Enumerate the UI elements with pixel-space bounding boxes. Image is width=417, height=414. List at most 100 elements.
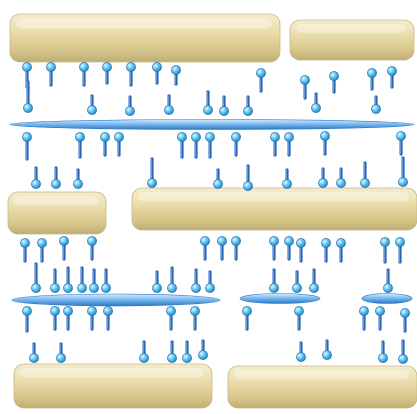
cylinder <box>8 192 106 234</box>
membrane <box>10 120 414 130</box>
probe <box>177 132 186 157</box>
probe <box>400 308 409 331</box>
probe <box>191 132 200 157</box>
probe <box>87 306 96 329</box>
cylinder <box>10 14 280 62</box>
probe <box>320 131 329 154</box>
probe <box>269 270 278 293</box>
probe <box>203 92 212 115</box>
probe <box>164 96 173 115</box>
probe <box>321 238 330 261</box>
probe <box>22 132 31 159</box>
probe <box>152 62 161 83</box>
probe <box>87 96 96 115</box>
probe <box>50 270 59 293</box>
membrane <box>362 294 412 304</box>
probe <box>114 132 123 155</box>
probe <box>102 62 111 83</box>
probe <box>284 236 293 259</box>
probe <box>190 306 199 329</box>
probe <box>125 97 134 116</box>
probe <box>77 268 86 293</box>
probe <box>89 270 98 293</box>
probe <box>200 236 209 259</box>
probe <box>398 158 407 187</box>
cylinder <box>14 364 212 408</box>
probe <box>231 132 240 155</box>
membrane <box>12 294 220 306</box>
probe <box>398 341 407 364</box>
probe <box>73 170 82 189</box>
probe <box>383 270 392 293</box>
probe <box>23 82 32 113</box>
probe <box>282 170 291 189</box>
probe <box>182 342 191 363</box>
probe <box>292 272 301 293</box>
cylinder <box>228 366 417 408</box>
probe <box>103 306 112 329</box>
probe <box>79 62 88 85</box>
probe <box>166 306 175 329</box>
probe <box>296 343 305 362</box>
probe <box>46 62 55 85</box>
probe <box>101 270 110 293</box>
probe <box>31 264 40 293</box>
probe <box>367 68 376 89</box>
probe <box>396 131 405 154</box>
probe <box>336 238 345 261</box>
probe <box>213 170 222 189</box>
probe <box>336 169 345 188</box>
probe <box>31 168 40 189</box>
probe <box>100 132 109 155</box>
probe <box>56 344 65 363</box>
probe <box>375 306 384 329</box>
probe <box>296 238 305 261</box>
probe <box>243 166 252 191</box>
probe <box>243 97 252 116</box>
probe <box>167 342 176 363</box>
probe <box>360 163 369 188</box>
probe <box>139 342 148 363</box>
probe <box>152 272 161 293</box>
probe <box>217 236 226 259</box>
probe <box>387 66 396 87</box>
probe <box>371 97 380 114</box>
probe <box>63 268 72 293</box>
probe <box>37 238 46 261</box>
probe <box>329 71 338 92</box>
probe <box>147 159 156 188</box>
probe <box>22 306 31 331</box>
probe <box>87 236 96 259</box>
membrane <box>240 294 320 304</box>
probe <box>294 306 303 329</box>
cylinder <box>290 20 414 60</box>
probe <box>171 65 180 84</box>
probe <box>20 238 29 261</box>
probe <box>300 75 309 98</box>
probe <box>311 94 320 113</box>
probe <box>198 341 207 360</box>
probe <box>205 272 214 293</box>
probe <box>395 237 404 262</box>
probe <box>322 341 331 360</box>
probe <box>219 97 228 116</box>
probe <box>29 344 38 363</box>
cylinder-layer <box>8 14 417 408</box>
probe <box>205 132 214 157</box>
probe <box>309 270 318 293</box>
probe <box>359 306 368 329</box>
probe <box>318 169 327 188</box>
probe <box>378 342 387 363</box>
probe <box>59 236 68 259</box>
probe <box>63 306 72 329</box>
probe <box>269 236 278 259</box>
probe <box>75 132 84 157</box>
probe <box>51 168 60 189</box>
cylinder <box>132 188 417 230</box>
probe <box>270 132 279 155</box>
probe <box>256 68 265 91</box>
probe <box>284 132 293 155</box>
probe <box>231 236 240 259</box>
probe <box>242 306 251 329</box>
